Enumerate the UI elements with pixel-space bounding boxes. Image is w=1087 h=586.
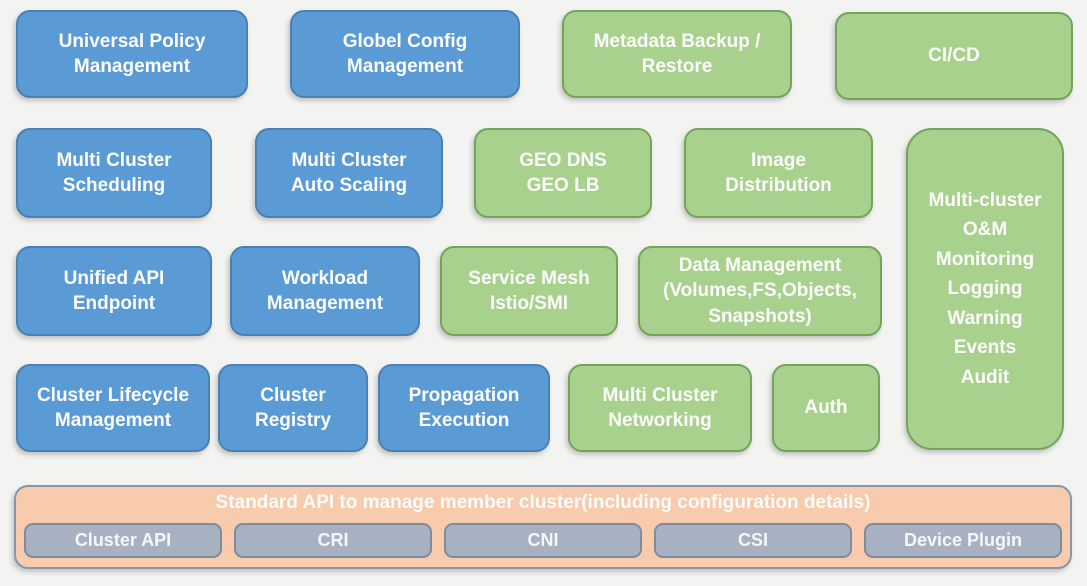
block-metadata-backup-restore: Metadata Backup / Restore <box>562 10 792 98</box>
block-label: Service Mesh Istio/SMI <box>468 267 590 314</box>
block-label: Workload Management <box>266 267 384 314</box>
block-label: Propagation Execution <box>408 384 520 431</box>
block-globel-config-management: Globel Config Management <box>290 10 520 98</box>
block-label: Multi-cluster O&M Monitoring Logging War… <box>928 189 1042 388</box>
block-label: Metadata Backup / Restore <box>593 30 761 77</box>
block-label: CI/CD <box>928 45 980 67</box>
standard-api-bar: Standard API to manage member cluster(in… <box>14 485 1072 569</box>
block-label: Cluster Registry <box>254 384 332 431</box>
block-label: Multi Cluster Auto Scaling <box>290 149 408 196</box>
block-geo-dns-geo-lb: GEO DNS GEO LB <box>474 128 652 218</box>
block-label: Multi Cluster Scheduling <box>56 149 172 196</box>
block-label: Auth <box>804 397 848 419</box>
block-cluster-api: Cluster API <box>24 523 222 558</box>
block-label: Image Distribution <box>725 149 832 196</box>
block-multi-cluster-auto-scaling: Multi Cluster Auto Scaling <box>255 128 443 218</box>
block-label: CNI <box>527 530 559 550</box>
block-label: Multi Cluster Networking <box>602 384 718 431</box>
block-label: CSI <box>737 530 768 550</box>
block-label: CRI <box>317 530 349 550</box>
block-ci-cd: CI/CD <box>835 12 1073 100</box>
block-label: Device Plugin <box>903 530 1023 550</box>
block-data-management: Data Management (Volumes,FS,Objects, Sna… <box>638 246 882 336</box>
block-multi-cluster-om: Multi-cluster O&M Monitoring Logging War… <box>906 128 1064 450</box>
block-label: Data Management (Volumes,FS,Objects, Sna… <box>663 255 857 327</box>
block-label: Cluster Lifecycle Management <box>36 384 190 431</box>
block-propagation-execution: Propagation Execution <box>378 364 550 452</box>
block-csi: CSI <box>654 523 852 558</box>
block-cluster-lifecycle-management: Cluster Lifecycle Management <box>16 364 210 452</box>
block-cluster-registry: Cluster Registry <box>218 364 368 452</box>
block-multi-cluster-scheduling: Multi Cluster Scheduling <box>16 128 212 218</box>
block-label: Cluster API <box>74 530 172 550</box>
block-multi-cluster-networking: Multi Cluster Networking <box>568 364 752 452</box>
block-auth: Auth <box>772 364 880 452</box>
block-universal-policy-management: Universal Policy Management <box>16 10 248 98</box>
block-label: GEO DNS GEO LB <box>519 149 607 196</box>
api-bar-items: Cluster API CRI CNI CSI Device Plugin <box>24 523 1062 558</box>
api-bar-title: Standard API to manage member cluster(in… <box>215 492 871 513</box>
block-workload-management: Workload Management <box>230 246 420 336</box>
block-label: Globel Config Management <box>342 30 468 77</box>
block-label: Unified API Endpoint <box>63 267 165 314</box>
block-label: Universal Policy Management <box>58 30 206 77</box>
block-service-mesh: Service Mesh Istio/SMI <box>440 246 618 336</box>
block-image-distribution: Image Distribution <box>684 128 873 218</box>
block-cni: CNI <box>444 523 642 558</box>
block-device-plugin: Device Plugin <box>864 523 1062 558</box>
block-unified-api-endpoint: Unified API Endpoint <box>16 246 212 336</box>
block-cri: CRI <box>234 523 432 558</box>
